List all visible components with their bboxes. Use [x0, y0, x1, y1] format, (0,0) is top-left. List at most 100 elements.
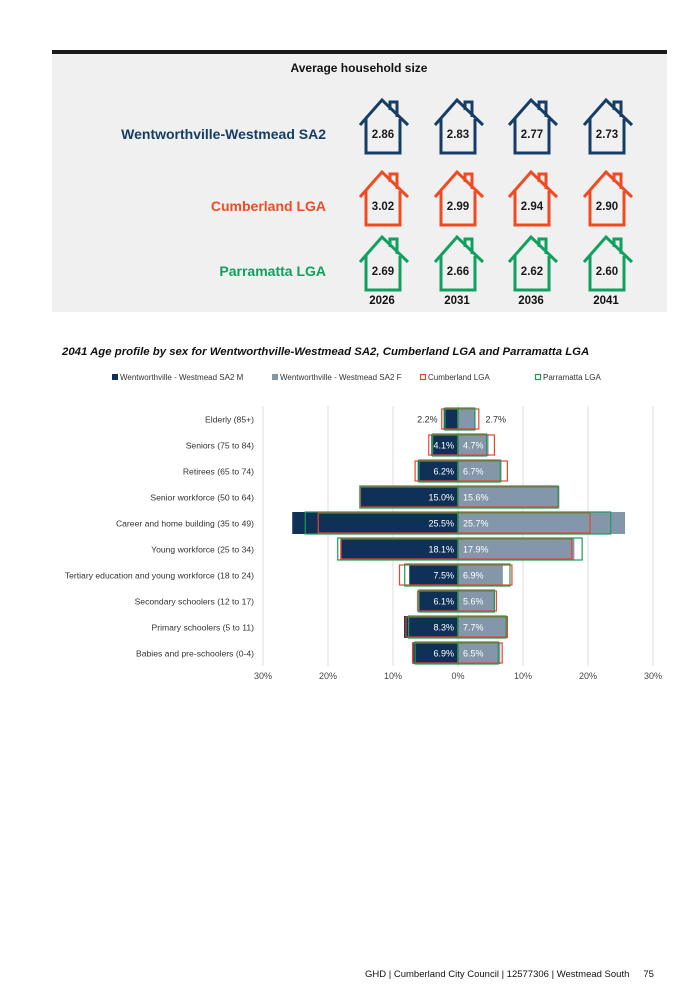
data-label-female: 5.6% — [463, 597, 484, 607]
house-outline — [582, 234, 634, 292]
data-label-male: 6.9% — [433, 649, 454, 659]
year-label: 2031 — [444, 295, 470, 307]
data-label-female: 7.7% — [463, 623, 484, 633]
category-label: Tertiary education and young workforce (… — [65, 571, 254, 581]
household-row-label: Cumberland LGA — [211, 198, 326, 214]
house-outline — [358, 234, 410, 292]
bar-female — [458, 512, 626, 534]
legend-swatch — [112, 374, 118, 380]
household-size-chart: Average household sizeWentworthville-Wes… — [121, 61, 634, 307]
parramatta-outline-female — [457, 537, 583, 561]
house-icon — [358, 169, 410, 227]
data-label-male: 25.5% — [428, 519, 454, 529]
house-outline — [358, 97, 410, 155]
bar-male — [409, 564, 458, 586]
bar-male — [417, 460, 458, 482]
age-profile-chart: 30%20%10%0%10%20%30%Wentworthville - Wes… — [65, 373, 662, 681]
house-icon — [433, 169, 485, 227]
parramatta-outline-female — [457, 459, 501, 483]
bar-male — [340, 538, 458, 560]
x-tick-label: 20% — [319, 671, 337, 681]
household-chart-title: Average household size — [291, 61, 428, 75]
x-tick-label: 30% — [644, 671, 662, 681]
data-label-male: 7.5% — [433, 571, 454, 581]
house-icon — [433, 97, 485, 155]
data-label-female: 6.7% — [463, 467, 484, 477]
x-tick-label: 10% — [384, 671, 402, 681]
household-size-value: 2.99 — [447, 201, 469, 213]
legend-swatch — [272, 374, 278, 380]
bar-male — [431, 434, 458, 456]
legend-swatch — [534, 373, 542, 381]
house-outline — [582, 97, 634, 155]
data-label-female: 4.7% — [463, 441, 484, 451]
bar-female — [458, 616, 509, 638]
house-outline — [433, 234, 485, 292]
legend-label: Wentworthville - Westmead SA2 F — [280, 373, 402, 382]
house-icon — [358, 234, 410, 292]
year-label: 2026 — [369, 295, 395, 307]
house-outline — [507, 97, 559, 155]
household-size-value: 2.62 — [521, 266, 543, 278]
house-outline — [433, 169, 485, 227]
data-label-female: 17.9% — [463, 545, 489, 555]
x-tick-label: 30% — [254, 671, 272, 681]
page-footer: GHD | Cumberland City Council | 12577306… — [365, 969, 654, 980]
bar-female — [458, 486, 560, 508]
household-size-value: 2.90 — [596, 201, 618, 213]
top-rule — [52, 50, 667, 54]
parramatta-outline-female — [457, 407, 476, 431]
bar-male — [404, 616, 458, 638]
data-label-male: 2.2% — [417, 415, 438, 425]
bar-male — [443, 408, 458, 430]
parramatta-outline-female — [457, 563, 511, 587]
category-label: Seniors (75 to 84) — [186, 441, 254, 451]
year-label: 2036 — [518, 295, 544, 307]
household-size-value: 2.69 — [372, 266, 394, 278]
category-label: Career and home building (35 to 49) — [116, 519, 254, 529]
footer-text: GHD | Cumberland City Council | 12577306… — [365, 969, 630, 980]
house-outline — [358, 169, 410, 227]
bar-female — [458, 460, 502, 482]
category-label: Babies and pre-schoolers (0-4) — [136, 649, 254, 659]
bar-male — [292, 512, 458, 534]
household-row-label: Parramatta LGA — [219, 263, 326, 279]
category-label: Young workforce (25 to 34) — [151, 545, 254, 555]
data-label-male: 4.1% — [433, 441, 454, 451]
year-label: 2041 — [593, 295, 619, 307]
house-icon — [507, 97, 559, 155]
household-size-value: 2.83 — [447, 129, 469, 141]
legend-label: Cumberland LGA — [428, 373, 490, 382]
category-label: Secondary schoolers (12 to 17) — [135, 597, 255, 607]
house-outline — [582, 169, 634, 227]
category-label: Retirees (65 to 74) — [183, 467, 254, 477]
bar-female — [458, 642, 501, 664]
data-label-female: 2.7% — [486, 415, 507, 425]
parramatta-outline-female — [457, 485, 559, 509]
house-outline — [507, 234, 559, 292]
parramatta-outline-female — [457, 433, 488, 457]
household-size-value: 2.86 — [372, 129, 394, 141]
bar-male — [418, 590, 458, 612]
house-icon — [582, 169, 634, 227]
household-size-value: 2.60 — [596, 266, 618, 278]
parramatta-outline-female — [457, 589, 496, 613]
household-size-value: 3.02 — [372, 201, 394, 213]
x-tick-label: 10% — [514, 671, 532, 681]
data-label-female: 6.5% — [463, 649, 484, 659]
parramatta-outline-female — [457, 615, 507, 639]
category-label: Primary schoolers (5 to 11) — [151, 623, 254, 633]
bar-male — [413, 642, 458, 664]
house-icon — [582, 97, 634, 155]
household-size-value: 2.77 — [521, 129, 543, 141]
data-label-female: 25.7% — [463, 519, 489, 529]
data-label-female: 6.9% — [463, 571, 484, 581]
household-row-label: Wentworthville-Westmead SA2 — [121, 126, 326, 142]
age-profile-title: 2041 Age profile by sex for Wentworthvil… — [62, 346, 590, 358]
bar-female — [458, 564, 503, 586]
bar-female — [458, 538, 575, 560]
bar-female — [458, 434, 489, 456]
house-icon — [582, 234, 634, 292]
data-label-female: 15.6% — [463, 493, 489, 503]
